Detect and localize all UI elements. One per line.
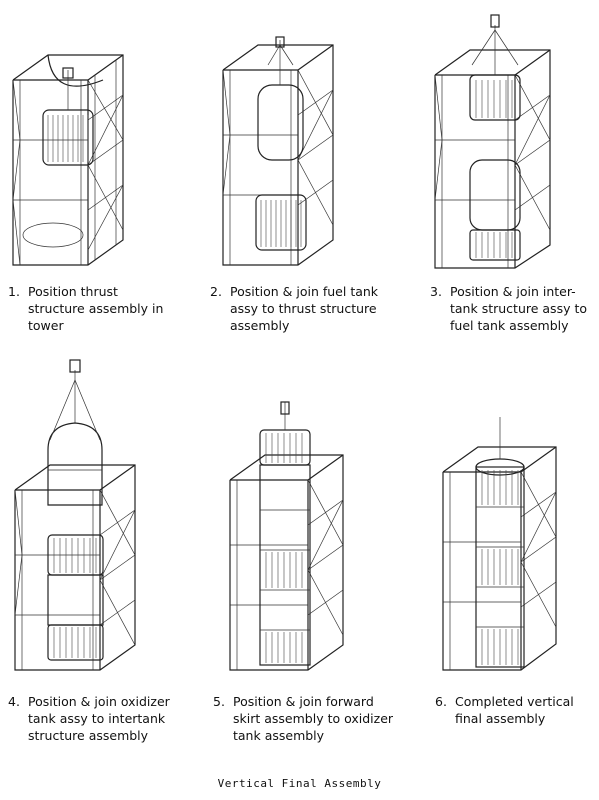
tower-illustration-step-4 [14,359,136,671]
step-2-text: Position & join fuel tank assy to thrust… [230,284,379,333]
step-5-text: Position & join forward skirt assembly t… [233,694,394,743]
fuel-tank [469,159,521,261]
thrust-structure [255,194,307,251]
step-6-caption: 6. Completed vertical final assembly [435,693,595,733]
tower-frame [229,454,344,671]
step-3-text: Position & join inter- tank structure as… [450,284,587,333]
step-3-panel [430,10,565,270]
tower-illustration-step-3 [434,14,551,269]
step-5-number: 5. [213,694,225,709]
fuel-tank [257,36,304,161]
step-6-text: Completed vertical final assembly [455,694,574,726]
tower-frame [442,446,557,671]
tower-illustration-step-6 [442,417,557,671]
step-5-panel [225,400,355,675]
lower-stack [47,534,104,661]
step-3-number: 3. [430,284,442,299]
assembled-stack [259,464,311,666]
figure-caption: Vertical Final Assembly [217,777,382,790]
step-4-caption: 4. Position & join oxidizer tank assy to… [8,693,198,748]
oxidizer-tank [47,359,103,506]
step-5-caption: 5. Position & join forward skirt assembl… [213,693,398,748]
step-6-number: 6. [435,694,447,709]
step-2-panel [218,35,348,270]
tower-frame [14,464,136,671]
step-4-panel [10,355,150,675]
step-1-panel [8,40,138,270]
completed-stage [475,417,525,668]
tower-frame [222,44,334,266]
step-2-caption: 2. Position & join fuel tank assy to thr… [210,283,390,338]
tower-illustration-step-5 [229,401,344,671]
tower-frame [12,54,124,266]
step-1-caption: 1. Position thrust structure assembly in… [8,283,183,338]
tower-illustration-step-2 [222,36,334,266]
step-6-panel [438,412,568,675]
tower-illustration-step-1 [12,54,124,266]
tower-frame [434,49,551,269]
step-1-number: 1. [8,284,20,299]
step-4-number: 4. [8,694,20,709]
thrust-structure [42,67,94,166]
step-4-text: Position & join oxidizer tank assy to in… [28,694,170,743]
step-1-text: Position thrust structure assembly in to… [28,284,164,333]
intertank-structure [469,14,521,121]
step-3-caption: 3. Position & join inter- tank structure… [430,283,598,338]
step-2-number: 2. [210,284,222,299]
